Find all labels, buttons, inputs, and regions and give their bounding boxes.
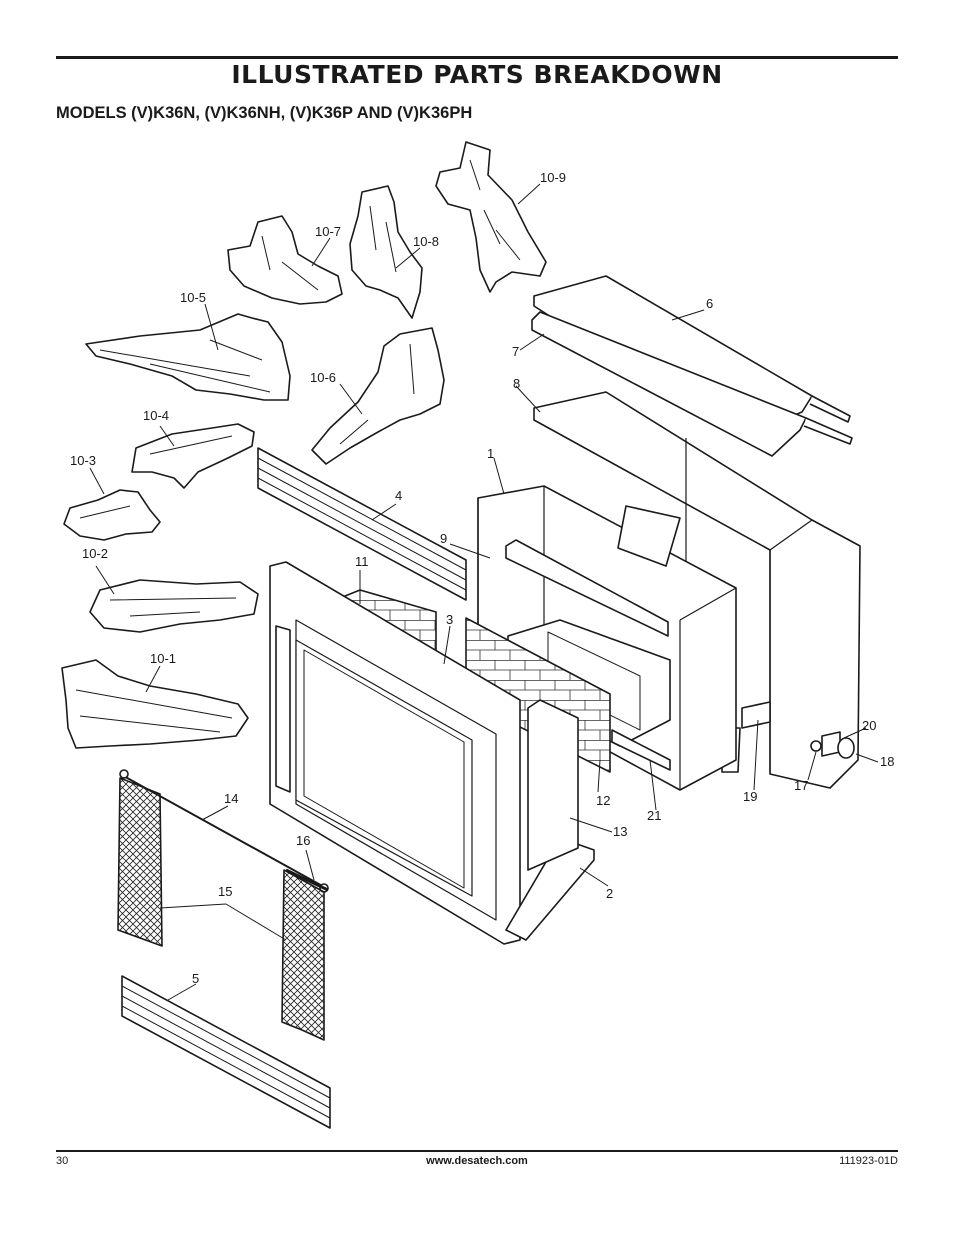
screen-curtain-15 [117,777,325,1041]
callout-10-5: 10-5 [180,290,206,305]
page-number: 30 [56,1155,69,1167]
callout-13: 13 [613,824,627,839]
document-number: 111923-01D [839,1155,898,1167]
baffle-9 [505,539,669,637]
top-rule [56,56,898,59]
callout-19: 19 [743,789,757,804]
log-10-2 [89,579,259,633]
callout-12: 12 [596,793,610,808]
callout-4: 4 [395,488,402,503]
callout-10-8: 10-8 [413,234,439,249]
top-plate-7 [531,311,853,457]
log-10-7 [227,215,343,305]
callout-10-2: 10-2 [82,546,108,561]
screen-ring-16 [285,868,329,892]
callout-3: 3 [446,612,453,627]
callout-2: 2 [606,886,613,901]
models-subtitle: MODELS (V)K36N, (V)K36NH, (V)K36P AND (V… [56,104,473,122]
log-10-8 [349,185,423,319]
log-10-5 [85,313,291,401]
part-18 [837,737,855,759]
callout-15: 15 [218,884,232,899]
side-panel-13 [527,699,579,871]
callout-labels: 10-9 10-8 10-7 10-5 10-6 10-4 10-3 10-2 … [70,170,894,986]
log-10-6 [311,327,445,465]
callout-17: 17 [794,778,808,793]
front-surround-11 [269,561,521,945]
callout-10-9: 10-9 [540,170,566,185]
louver-lower-5 [121,975,331,1129]
callout-8: 8 [513,376,520,391]
callout-6: 6 [706,296,713,311]
bottom-rule [56,1150,898,1152]
callout-5: 5 [192,971,199,986]
part-20 [821,731,841,757]
callout-18: 18 [880,754,894,769]
louver-upper-4 [257,447,467,601]
log-10-9 [435,141,547,293]
leader-lines [89,183,879,1001]
callout-11: 11 [355,554,369,569]
part-17 [810,740,822,752]
page-title: ILLUSTRATED PARTS BREAKDOWN [231,60,723,89]
website-link[interactable]: www.desatech.com [426,1155,528,1167]
callout-21: 21 [647,808,661,823]
callout-20: 20 [862,718,876,733]
callout-14: 14 [224,791,238,806]
part-19 [741,701,771,729]
exploded-parts-diagram: 10-9 10-8 10-7 10-5 10-6 10-4 10-3 10-2 … [61,141,894,1129]
callout-9: 9 [440,531,447,546]
callout-10-1: 10-1 [150,651,176,666]
callout-7: 7 [512,344,519,359]
log-10-3 [63,489,161,541]
callout-10-4: 10-4 [143,408,169,423]
callout-10-3: 10-3 [70,453,96,468]
callout-16: 16 [296,833,310,848]
callout-10-6: 10-6 [310,370,336,385]
callout-10-7: 10-7 [315,224,341,239]
log-10-1 [61,659,249,749]
callout-1: 1 [487,446,494,461]
log-10-4 [131,423,255,489]
